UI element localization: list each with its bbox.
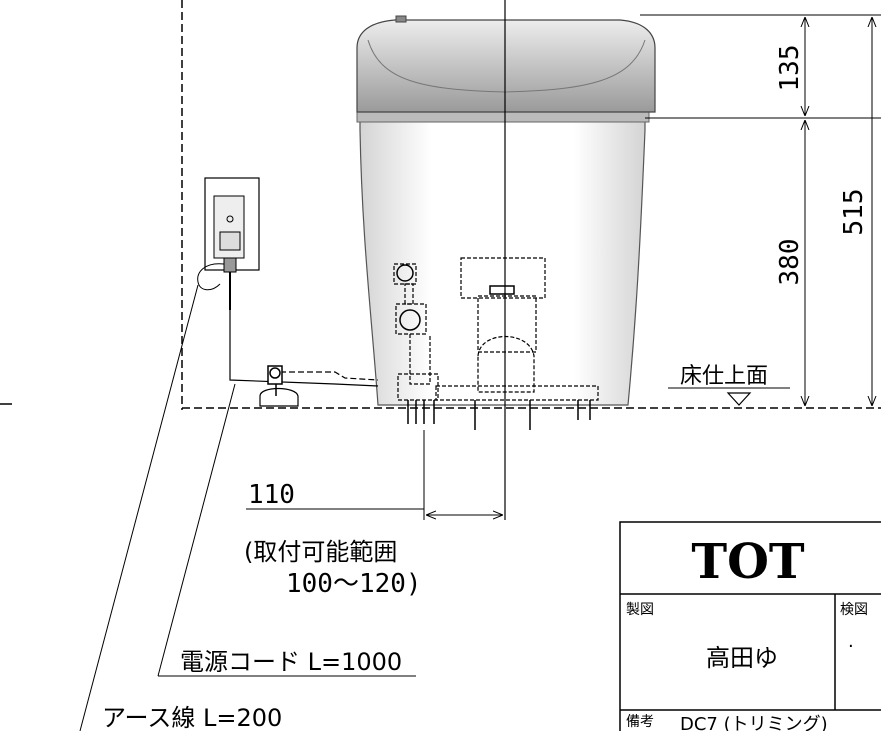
- floor-surface-label: 床仕上面: [680, 364, 768, 389]
- dim-515-label: 515: [839, 189, 869, 236]
- remarks-value: DC7 (トリミング): [680, 714, 828, 731]
- toilet-body: [359, 119, 646, 406]
- outlet-socket: [219, 231, 241, 251]
- remarks-label: 備考: [626, 714, 654, 730]
- power-cord-leader: [157, 383, 236, 677]
- drafter-name: 高田ゆ: [706, 644, 778, 672]
- cord-curl: [197, 263, 225, 291]
- power-cord-route: [229, 310, 379, 387]
- earth-wire-label: アース線 L=200: [102, 704, 282, 731]
- install-range-line1: (取付可能範囲: [244, 538, 397, 566]
- checked-by-label: 検図: [840, 602, 868, 618]
- dim-380-label: 380: [775, 239, 805, 286]
- brand-logo: TOT: [691, 534, 805, 590]
- valve-fitting-mid: [399, 309, 421, 331]
- outlet-screw: [226, 215, 234, 223]
- install-range-line2: 100～120): [286, 569, 422, 599]
- toilet-lid: [356, 19, 656, 113]
- dim-110-label: 110: [248, 480, 295, 510]
- valve-fitting-top: [396, 264, 414, 282]
- title-block: [619, 521, 881, 731]
- earth-wire-leader: [79, 284, 199, 731]
- floor-triangle-mark: [726, 392, 752, 406]
- lid-hinge: [395, 15, 407, 23]
- hose-fitting: [489, 285, 515, 295]
- plug: [223, 257, 237, 273]
- valve-base: [259, 387, 299, 407]
- power-cord-label: 電源コード L=1000: [180, 648, 402, 676]
- checked-mark: ·: [848, 636, 854, 657]
- seat-band: [356, 111, 650, 123]
- earth-wire-route: [280, 371, 379, 381]
- internal-plumbing: [393, 257, 599, 401]
- floor-bolts: [407, 400, 591, 430]
- dim-135-label: 135: [775, 45, 805, 92]
- drawn-by-label: 製図: [626, 602, 654, 618]
- stop-valve-handle: [269, 367, 281, 379]
